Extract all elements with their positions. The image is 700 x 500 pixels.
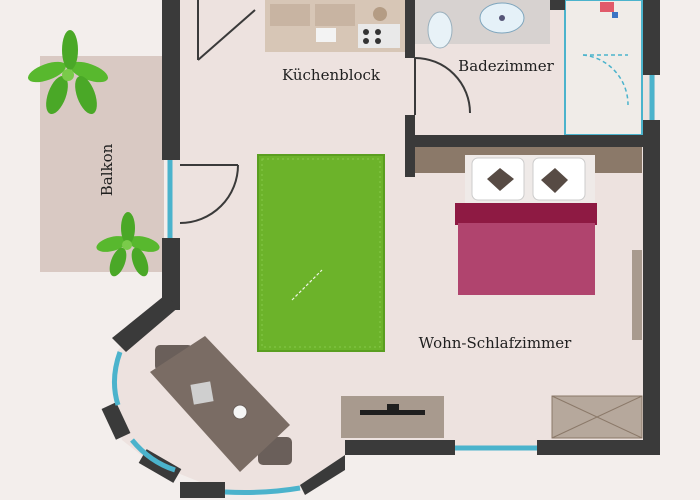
- side-cabinet: [632, 250, 642, 340]
- rug: [257, 154, 385, 352]
- dining-table: [150, 336, 292, 472]
- doors: [179, 0, 471, 224]
- bed: [410, 147, 642, 295]
- toilet-icon: [427, 11, 453, 49]
- walls: [101, 0, 660, 498]
- room-label-kitchen: Küchenblock: [282, 66, 381, 84]
- tv-stand: [341, 396, 444, 438]
- bathroom-fixtures: [415, 0, 643, 136]
- plant-icon: [28, 30, 108, 115]
- room-label-balcony: Balkon: [98, 143, 116, 196]
- windows: [112, 75, 655, 495]
- room-label-living: Wohn-Schlafzimmer: [419, 334, 572, 352]
- plant-icon: [96, 212, 160, 277]
- kitchen-block: [265, 0, 405, 52]
- room-label-bathroom: Badezimmer: [458, 57, 554, 75]
